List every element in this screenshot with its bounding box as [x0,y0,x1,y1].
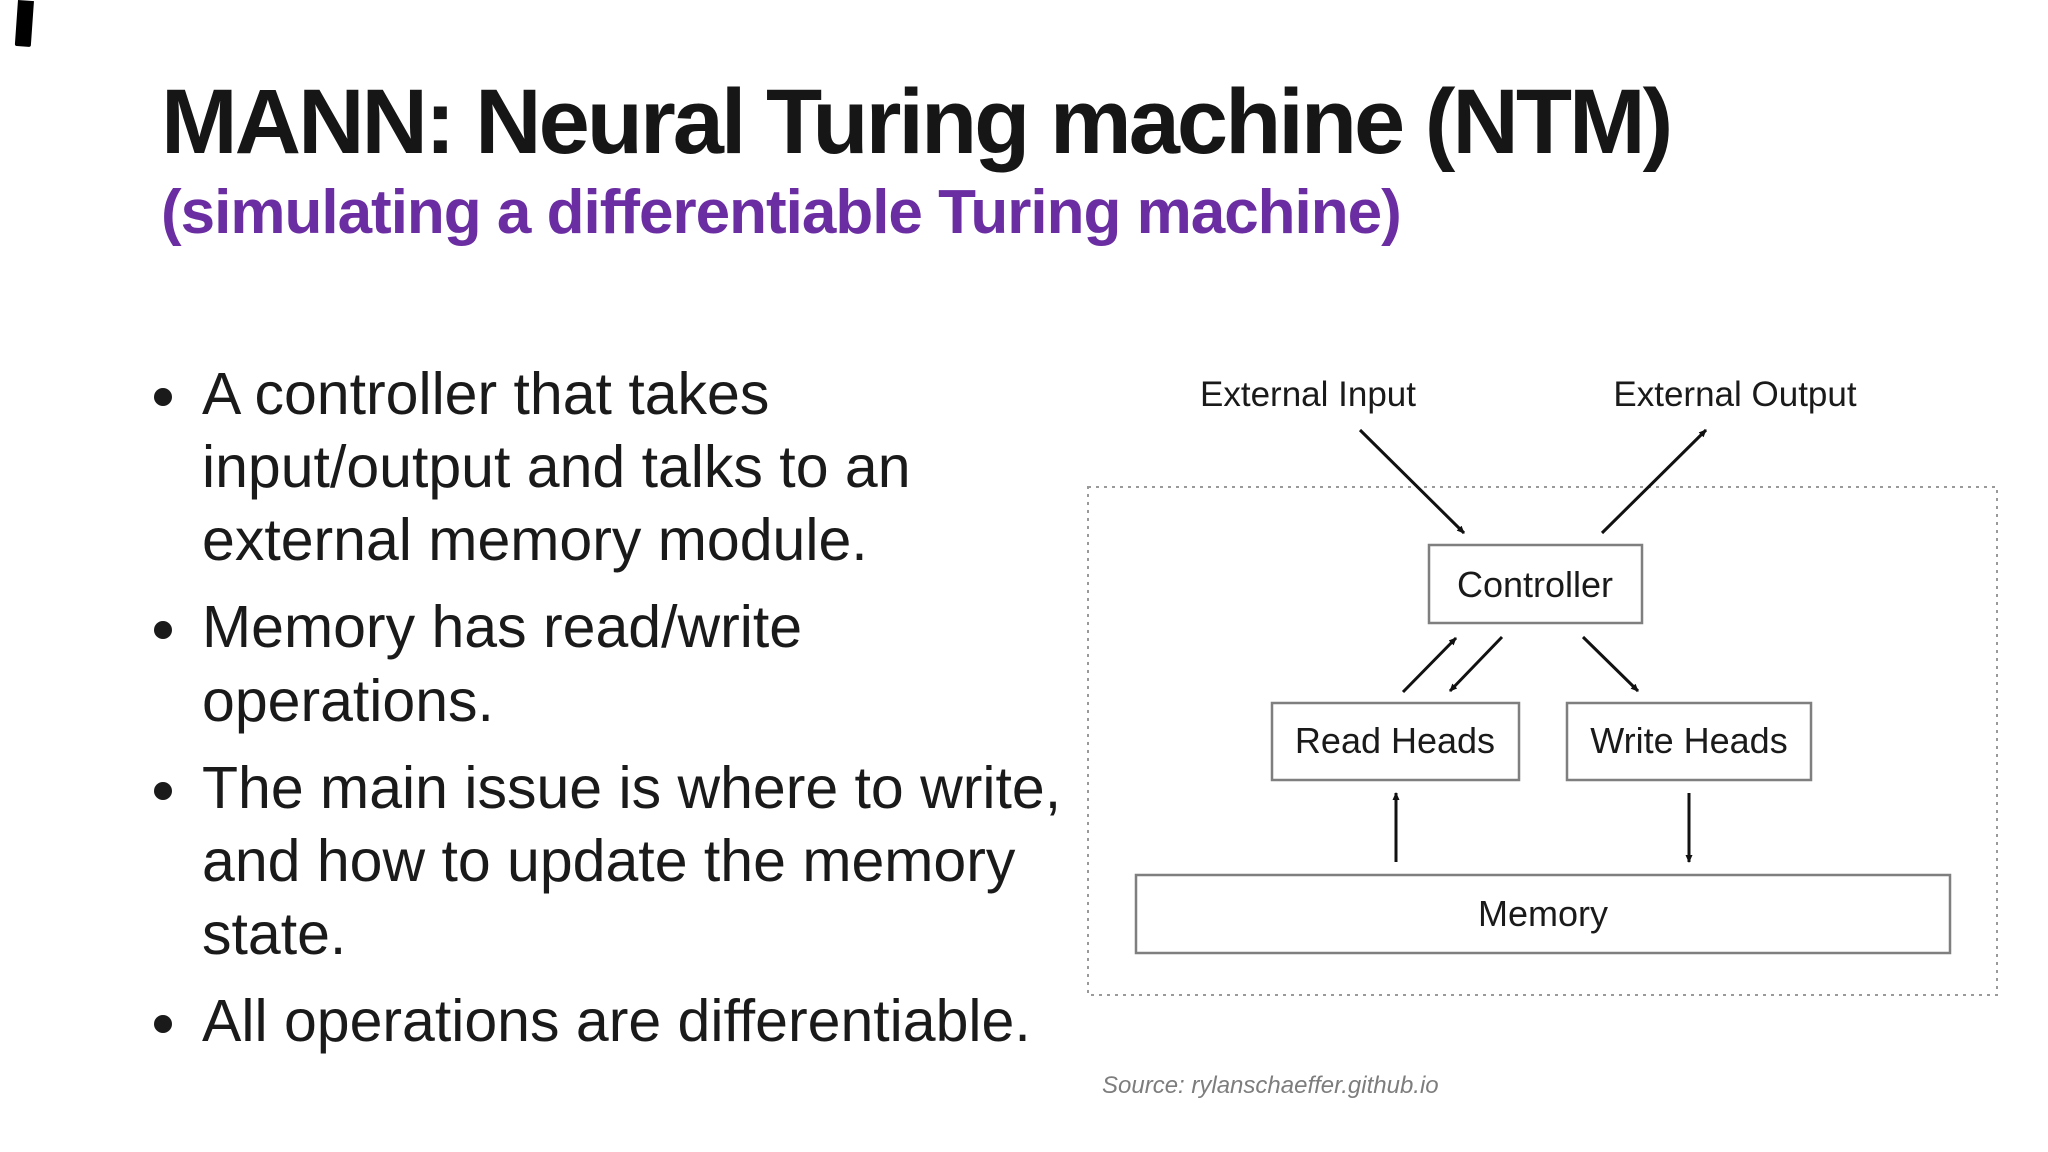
external-output-arrow [1600,428,1708,535]
corner-mark [14,0,34,48]
external-input-arrow [1358,428,1466,535]
bullet-line: external memory module. [202,507,868,574]
write-heads-label: Write Heads [1590,720,1787,761]
read-heads-label: Read Heads [1295,720,1495,761]
read-to-controller-arrow [1401,636,1458,694]
read-heads-box [1270,701,1521,782]
source-attribution: Source: rylanschaeffer.github.io [1102,1072,1439,1099]
controller-to-write-arrow [1581,635,1640,693]
external-input-label: External Input [1200,375,1416,414]
ntm-architecture-diagram: External Input External Output Controlle… [1087,375,1998,996]
controller-to-read-arrow [1448,635,1504,693]
slide-title: MANN: Neural Turing machine (NTM) [161,71,1673,173]
bullet-line: All operations are differentiable. [202,988,1031,1055]
write-heads-box [1565,701,1813,782]
bullet-line: operations. [202,667,494,734]
memory-box [1134,873,1952,955]
bullet-line: A controller that takes [202,361,770,427]
bullet-list: A controller that takes input/output and… [150,358,1062,1072]
bullet-line: input/output and talks to an [202,434,911,501]
bullet-item: Memory has read/write operations. [196,591,1056,737]
slide-subtitle: (simulating a differentiable Turing mach… [161,178,1402,247]
bullet-line: and how to update the memory [202,827,1016,894]
bullet-item: A controller that takes input/output and… [196,358,1056,577]
dashed-boundary [1087,486,1998,996]
bullet-line: The main issue is where to write, [202,754,1062,821]
external-output-label: External Output [1613,375,1856,414]
controller-box [1427,543,1644,625]
controller-label: Controller [1457,564,1613,605]
memory-label: Memory [1478,893,1608,934]
bullet-item: All operations are differentiable. [196,985,1056,1058]
bullet-item: The main issue is where to write, and ho… [196,752,1062,971]
bullet-line: Memory has read/write [202,594,803,661]
bullet-line: state. [202,901,347,968]
